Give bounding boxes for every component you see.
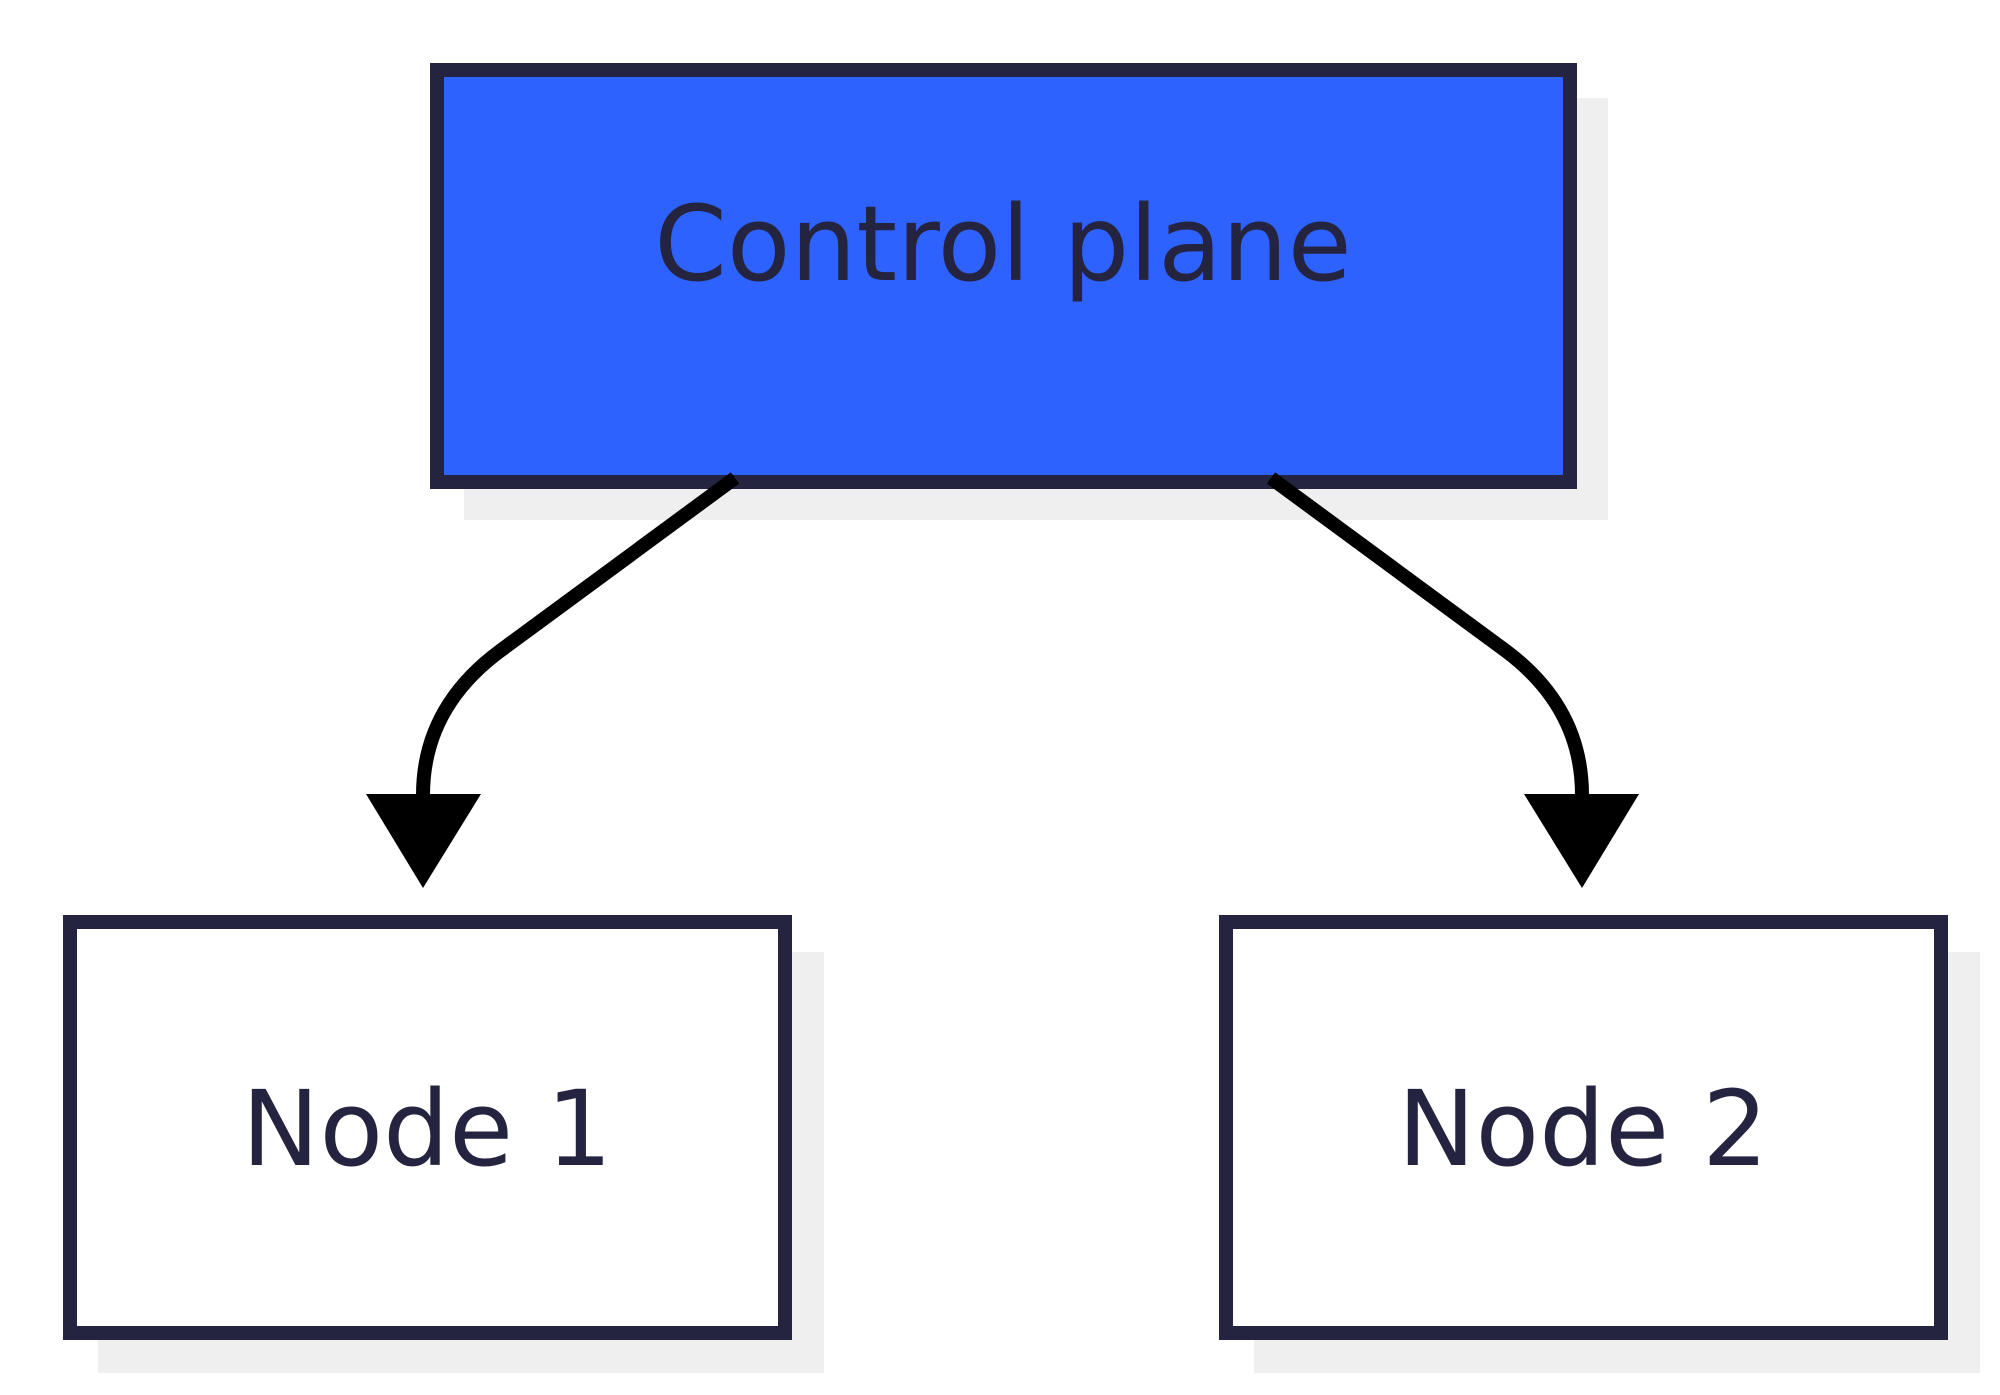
node-box [430,63,1577,489]
arrowhead-icon [366,794,481,888]
node-box [1219,915,1948,1340]
node-2: Node 2 [1219,915,1980,1373]
arrowhead-icon [1524,794,1639,888]
edge-line [416,472,740,796]
node-control-plane: Control plane [430,63,1608,520]
edge-line [1266,472,1589,796]
node-label: Node 2 [1398,1068,1769,1190]
edge-control-plane-to-node-1 [366,472,740,888]
node-1: Node 1 [63,915,824,1373]
node-box [63,915,792,1340]
node-label: Control plane [654,183,1352,305]
edge-control-plane-to-node-2 [1266,472,1639,888]
node-label: Node 1 [242,1068,613,1190]
